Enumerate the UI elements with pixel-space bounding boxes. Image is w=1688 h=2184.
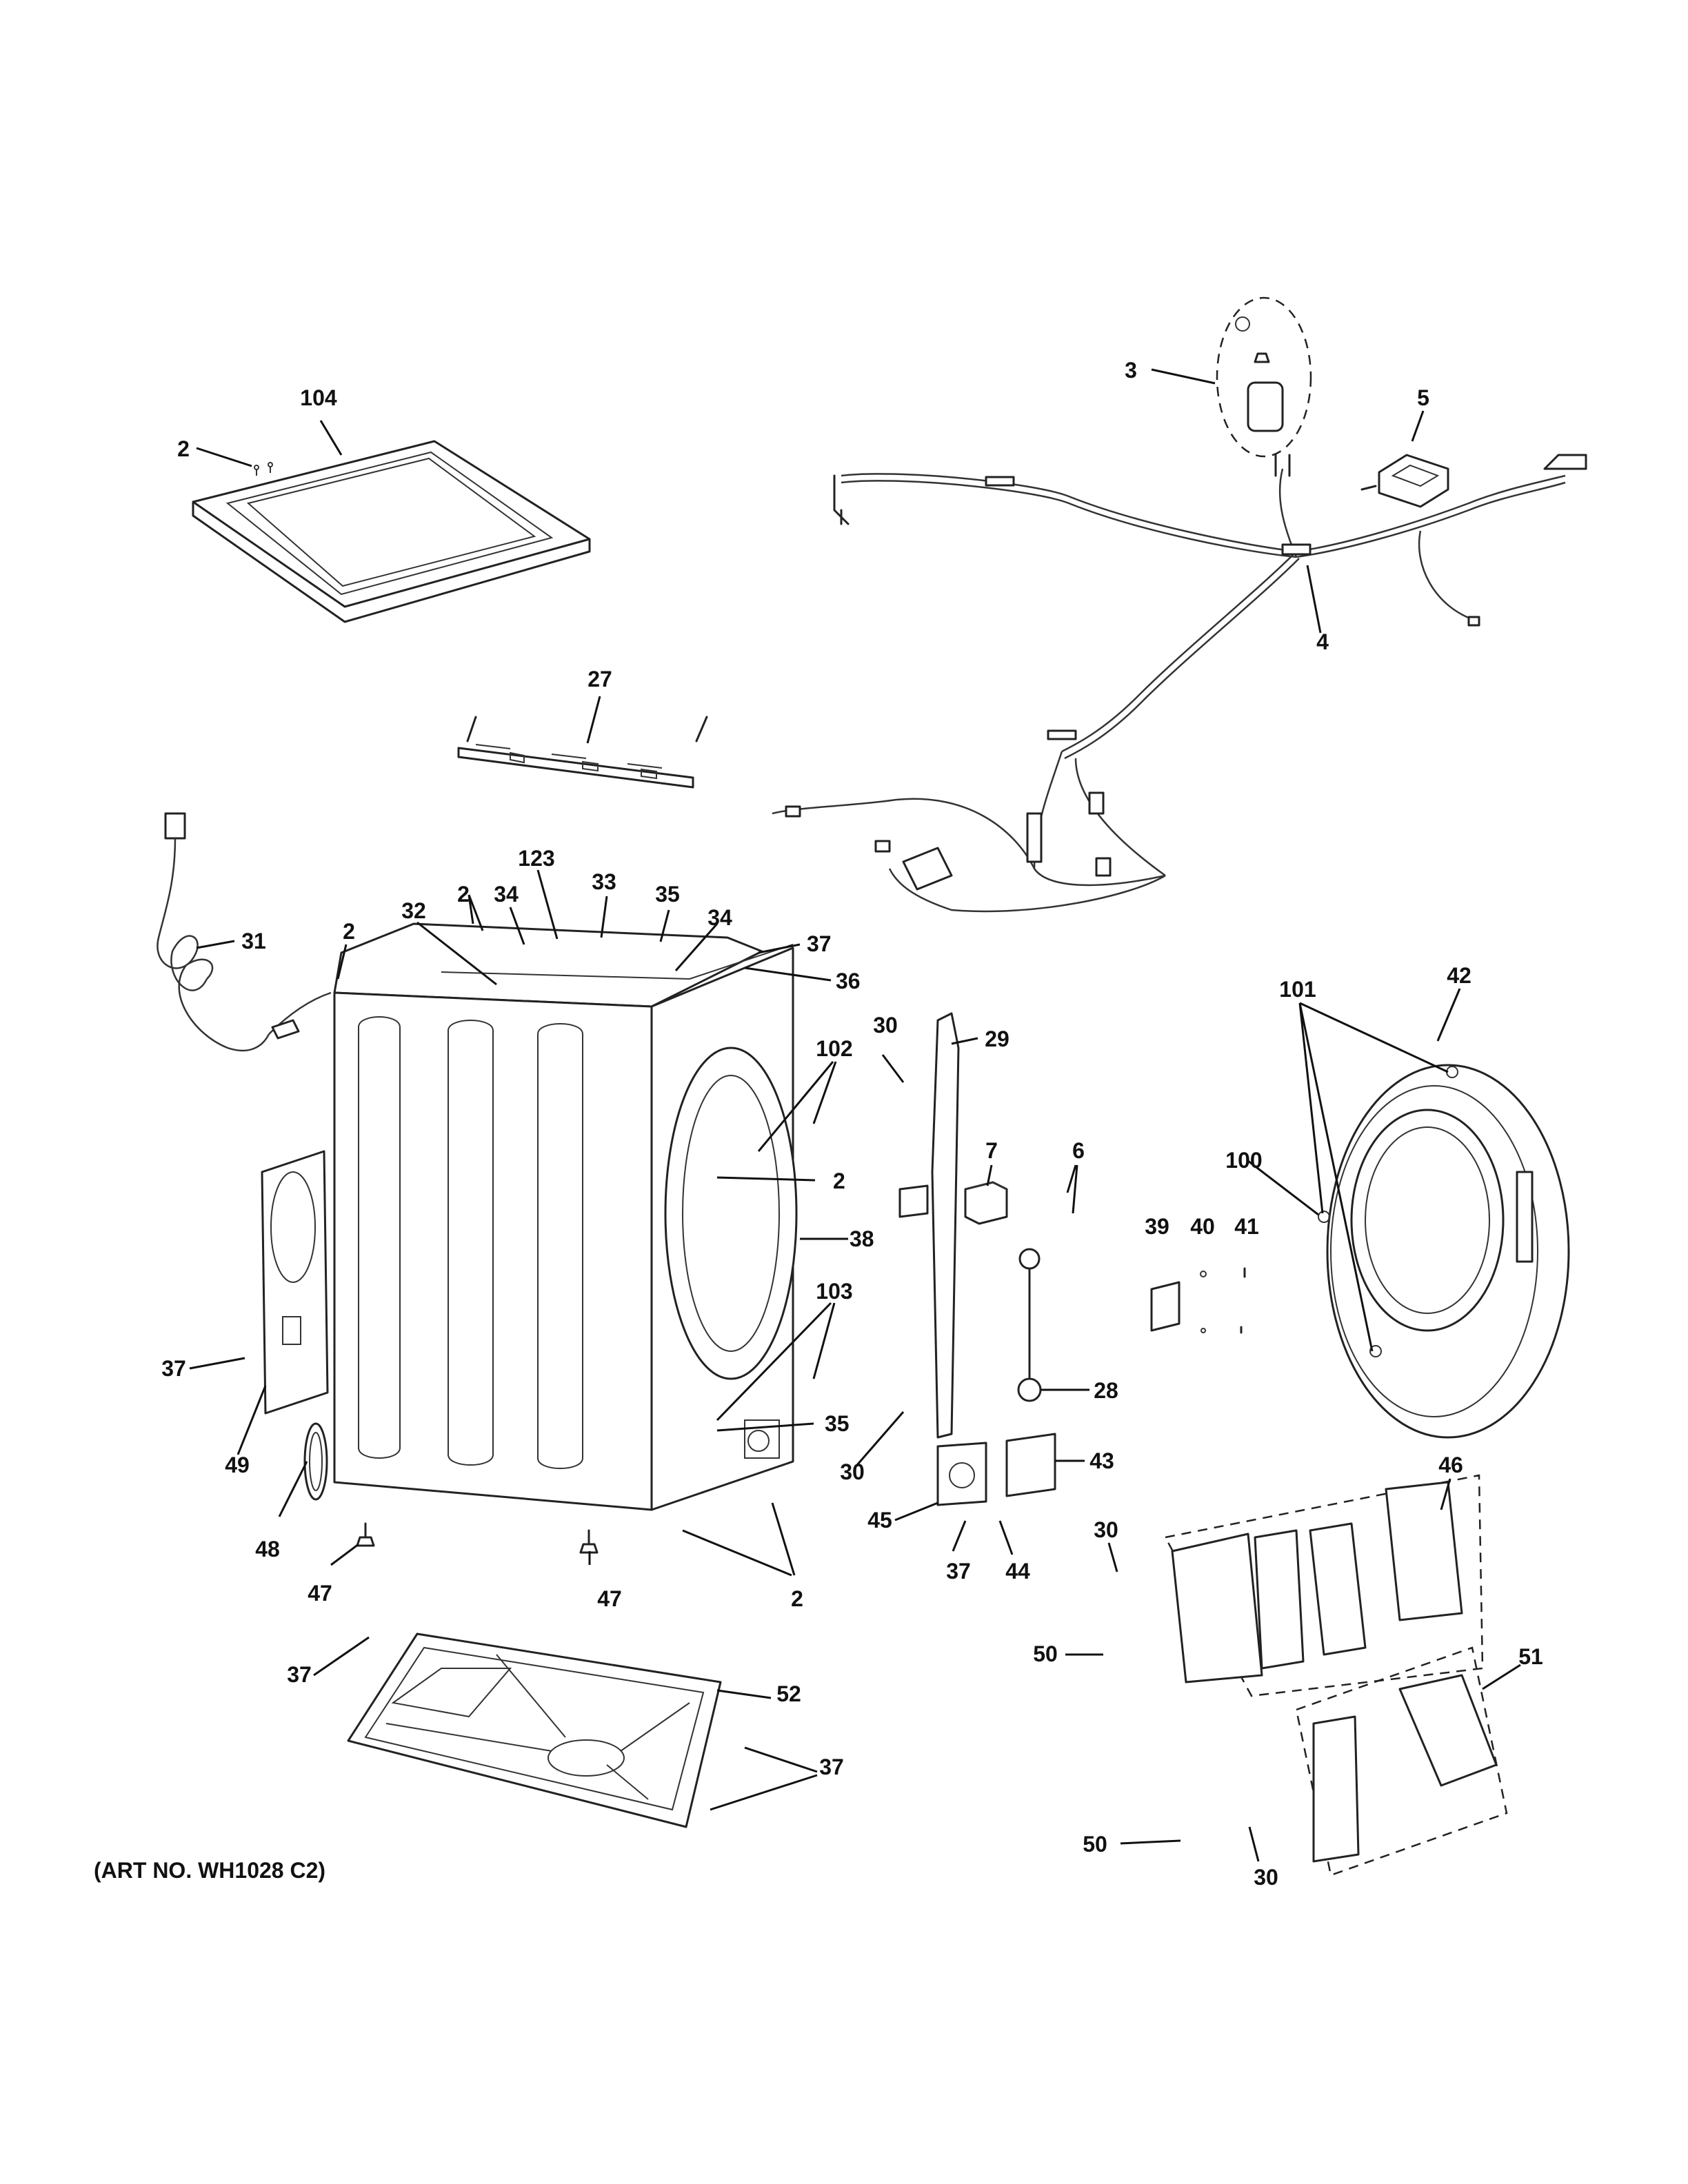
- callout-100: 100: [1225, 1148, 1262, 1173]
- callout-40: 40: [1190, 1214, 1215, 1239]
- base-pan-part: [347, 1632, 722, 1828]
- callout-6: 6: [1072, 1138, 1085, 1163]
- callout-37: 37: [946, 1559, 971, 1584]
- callout-102: 102: [816, 1036, 852, 1061]
- callout-labels: 104 2 27 3 5 4 123 33 35 34 2 32 34 37 3…: [161, 358, 1543, 1890]
- callout-48: 48: [255, 1537, 280, 1561]
- callout-39: 39: [1145, 1214, 1169, 1239]
- callout-47: 47: [308, 1581, 332, 1606]
- callout-37: 37: [807, 931, 832, 956]
- hinge-parts: [1150, 1267, 1246, 1334]
- callout-30: 30: [1254, 1865, 1278, 1890]
- pressure-sensor-part: [1360, 454, 1449, 508]
- motor-control-part: [1295, 1646, 1508, 1877]
- top-cover-screws: [254, 462, 273, 476]
- callout-44: 44: [1005, 1559, 1030, 1584]
- callout-29: 29: [985, 1027, 1009, 1051]
- callout-103: 103: [816, 1279, 852, 1304]
- cabinet-part: [333, 922, 798, 1511]
- callout-43: 43: [1089, 1448, 1114, 1473]
- callout-123: 123: [518, 846, 554, 871]
- callout-27: 27: [587, 667, 612, 691]
- leveling-feet-part: [356, 1522, 599, 1554]
- callout-45: 45: [867, 1508, 892, 1533]
- cable-part: [1017, 1248, 1042, 1402]
- control-board-part: [1164, 1474, 1484, 1697]
- callout-4: 4: [1316, 629, 1329, 654]
- callout-32: 32: [401, 898, 426, 923]
- callout-36: 36: [836, 969, 861, 993]
- top-cover-part: [192, 440, 591, 623]
- callout-28: 28: [1094, 1378, 1118, 1403]
- callout-2: 2: [791, 1586, 803, 1611]
- callout-34: 34: [494, 882, 519, 907]
- callout-101: 101: [1279, 977, 1316, 1002]
- callout-3: 3: [1125, 358, 1137, 383]
- power-cord-part: [157, 812, 332, 1052]
- callout-42: 42: [1447, 963, 1471, 988]
- door-assembly-part: [1318, 1064, 1570, 1439]
- callout-33: 33: [592, 869, 616, 894]
- callout-34: 34: [707, 905, 732, 930]
- callout-30: 30: [840, 1459, 865, 1484]
- callout-2: 2: [457, 882, 470, 907]
- callout-30: 30: [1094, 1517, 1118, 1542]
- front-bracket-part: [898, 1012, 960, 1439]
- top-bracket-part: [457, 716, 708, 789]
- capacitor-part: [1216, 296, 1312, 477]
- callout-37: 37: [161, 1356, 186, 1381]
- callout-35: 35: [825, 1411, 850, 1436]
- callout-41: 41: [1234, 1214, 1259, 1239]
- callout-31: 31: [241, 929, 266, 953]
- callout-52: 52: [776, 1681, 801, 1706]
- callout-46: 46: [1438, 1453, 1463, 1477]
- gasket-part: [303, 1422, 328, 1501]
- leader-lines: [189, 368, 1521, 1862]
- callout-51: 51: [1518, 1644, 1543, 1669]
- callout-5: 5: [1417, 385, 1429, 410]
- callout-50: 50: [1083, 1832, 1107, 1857]
- wire-harness-part: [772, 454, 1587, 913]
- door-lock-part: [964, 1181, 1008, 1225]
- callout-7: 7: [985, 1138, 998, 1163]
- callout-37: 37: [287, 1662, 312, 1687]
- callout-47: 47: [597, 1586, 622, 1611]
- side-panel-part: [261, 1150, 329, 1415]
- callout-35: 35: [655, 882, 680, 907]
- callout-2: 2: [343, 919, 355, 944]
- callout-37: 37: [819, 1755, 844, 1779]
- callout-50: 50: [1033, 1641, 1058, 1666]
- callout-30: 30: [873, 1013, 898, 1038]
- callout-38: 38: [850, 1226, 874, 1251]
- access-panel-part: [936, 1433, 1056, 1506]
- callout-49: 49: [225, 1453, 250, 1477]
- art-number: (ART NO. WH1028 C2): [94, 1858, 325, 1883]
- callout-2: 2: [177, 436, 190, 461]
- callout-104: 104: [300, 385, 337, 410]
- callout-2: 2: [833, 1169, 845, 1193]
